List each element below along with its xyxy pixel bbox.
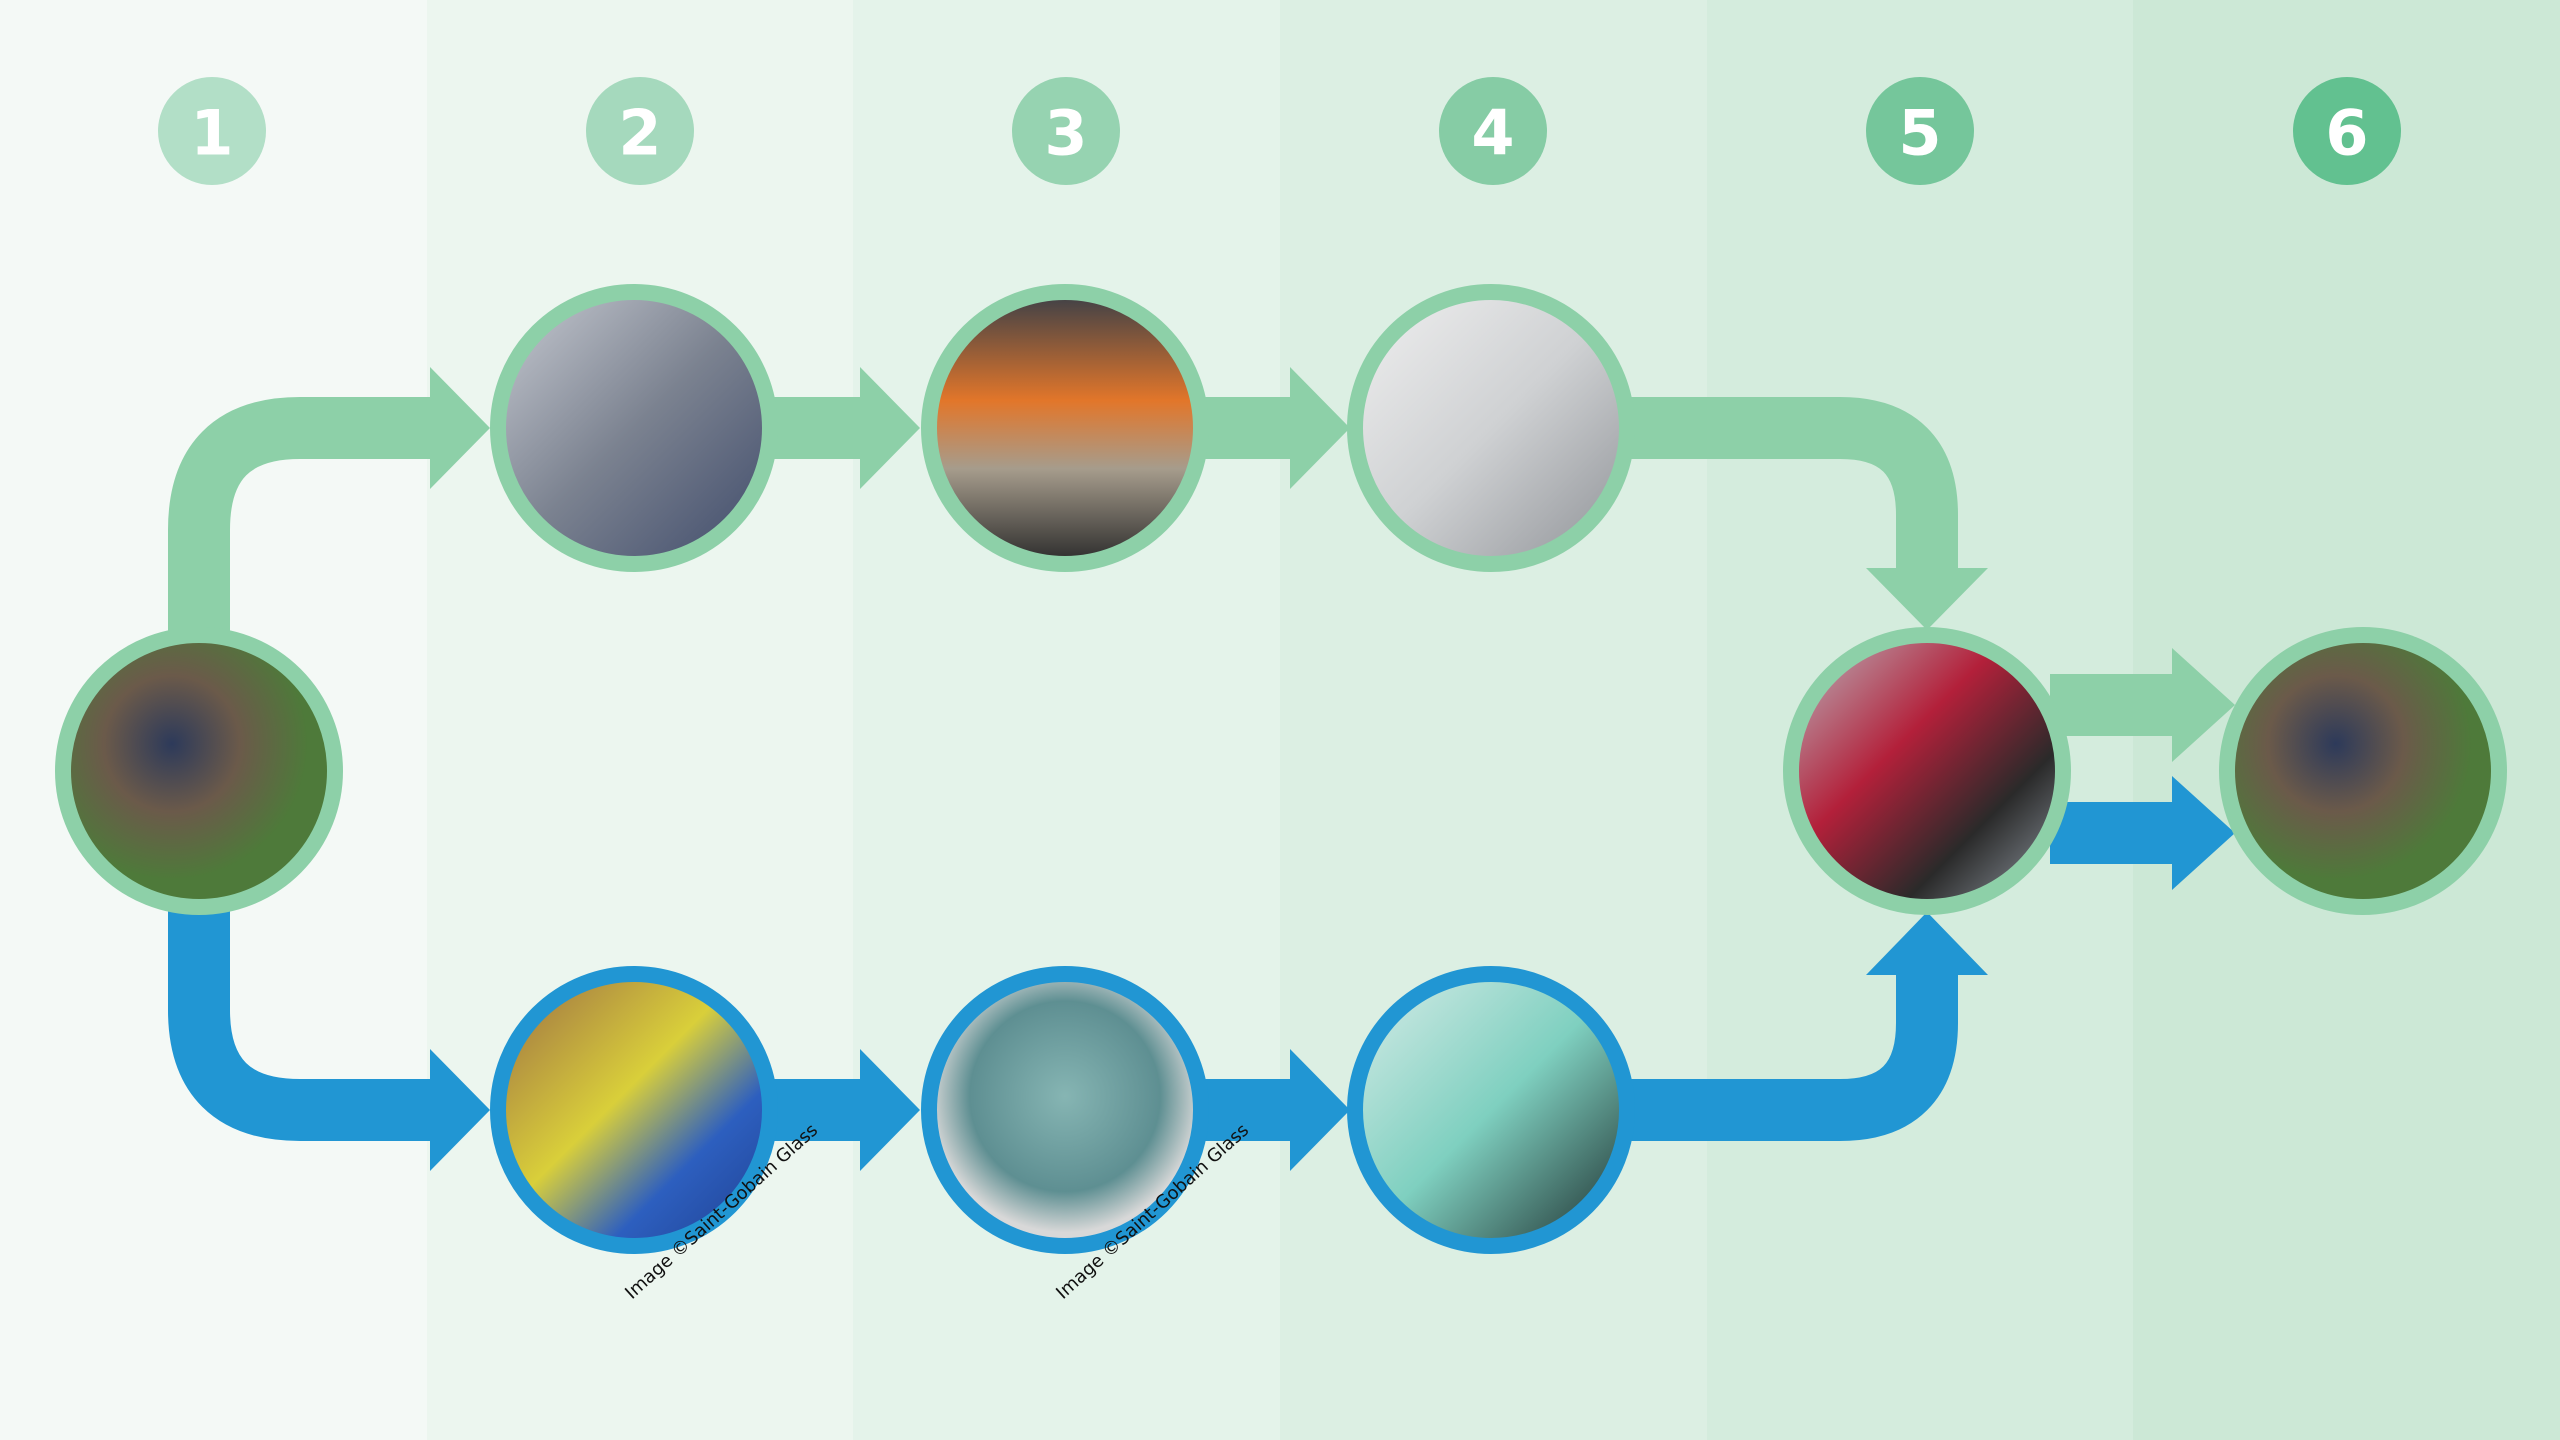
- photo-float-glass-sheets: [1347, 966, 1635, 1254]
- green-arrowhead-3: [1290, 367, 1350, 489]
- step-3-badge: 3: [1012, 77, 1120, 185]
- step-4-label: 4: [1471, 97, 1514, 170]
- step-1-label: 1: [190, 97, 233, 170]
- step-2-label: 2: [618, 97, 661, 170]
- step-3-label: 3: [1044, 97, 1087, 170]
- green-arrowhead-4: [1866, 568, 1988, 630]
- blue-arrowhead-5: [2172, 776, 2235, 890]
- step-2-badge: 2: [586, 77, 694, 185]
- photo-window-installation: [2219, 627, 2507, 915]
- green-arrowhead-2: [860, 367, 920, 489]
- blue-arrowhead-2: [860, 1049, 920, 1171]
- step-5-badge: 5: [1866, 77, 1974, 185]
- photo-glass-collection: [490, 966, 778, 1254]
- blue-arrow-1: [168, 900, 440, 1141]
- step-6-badge: 6: [2293, 77, 2401, 185]
- frame-recycling-path: [168, 367, 2235, 762]
- photo-window-manufacturing: [1783, 627, 2071, 915]
- blue-arrowhead-3: [1290, 1049, 1350, 1171]
- photo-pvc-sorting: [921, 284, 1209, 572]
- glass-recycling-path: [168, 776, 2235, 1171]
- green-arrowhead-1: [430, 367, 490, 489]
- green-arrow-4: [1630, 397, 1958, 580]
- photo-glass-cullet: [921, 966, 1209, 1254]
- photo-old-frames-stack: [490, 284, 778, 572]
- step-6-label: 6: [2325, 97, 2368, 170]
- step-numbers: 1 2 3 4 5 6: [158, 77, 2401, 185]
- green-arrowhead-5: [2172, 648, 2235, 762]
- blue-arrowhead-4: [1866, 912, 1988, 975]
- photo-window-removal: [55, 627, 343, 915]
- step-1-badge: 1: [158, 77, 266, 185]
- step-4-badge: 4: [1439, 77, 1547, 185]
- step-5-label: 5: [1898, 97, 1941, 170]
- photo-pvc-profile: [1347, 284, 1635, 572]
- green-arrow-1: [168, 397, 440, 640]
- blue-arrow-4: [1630, 960, 1958, 1141]
- blue-arrowhead-1: [430, 1049, 490, 1171]
